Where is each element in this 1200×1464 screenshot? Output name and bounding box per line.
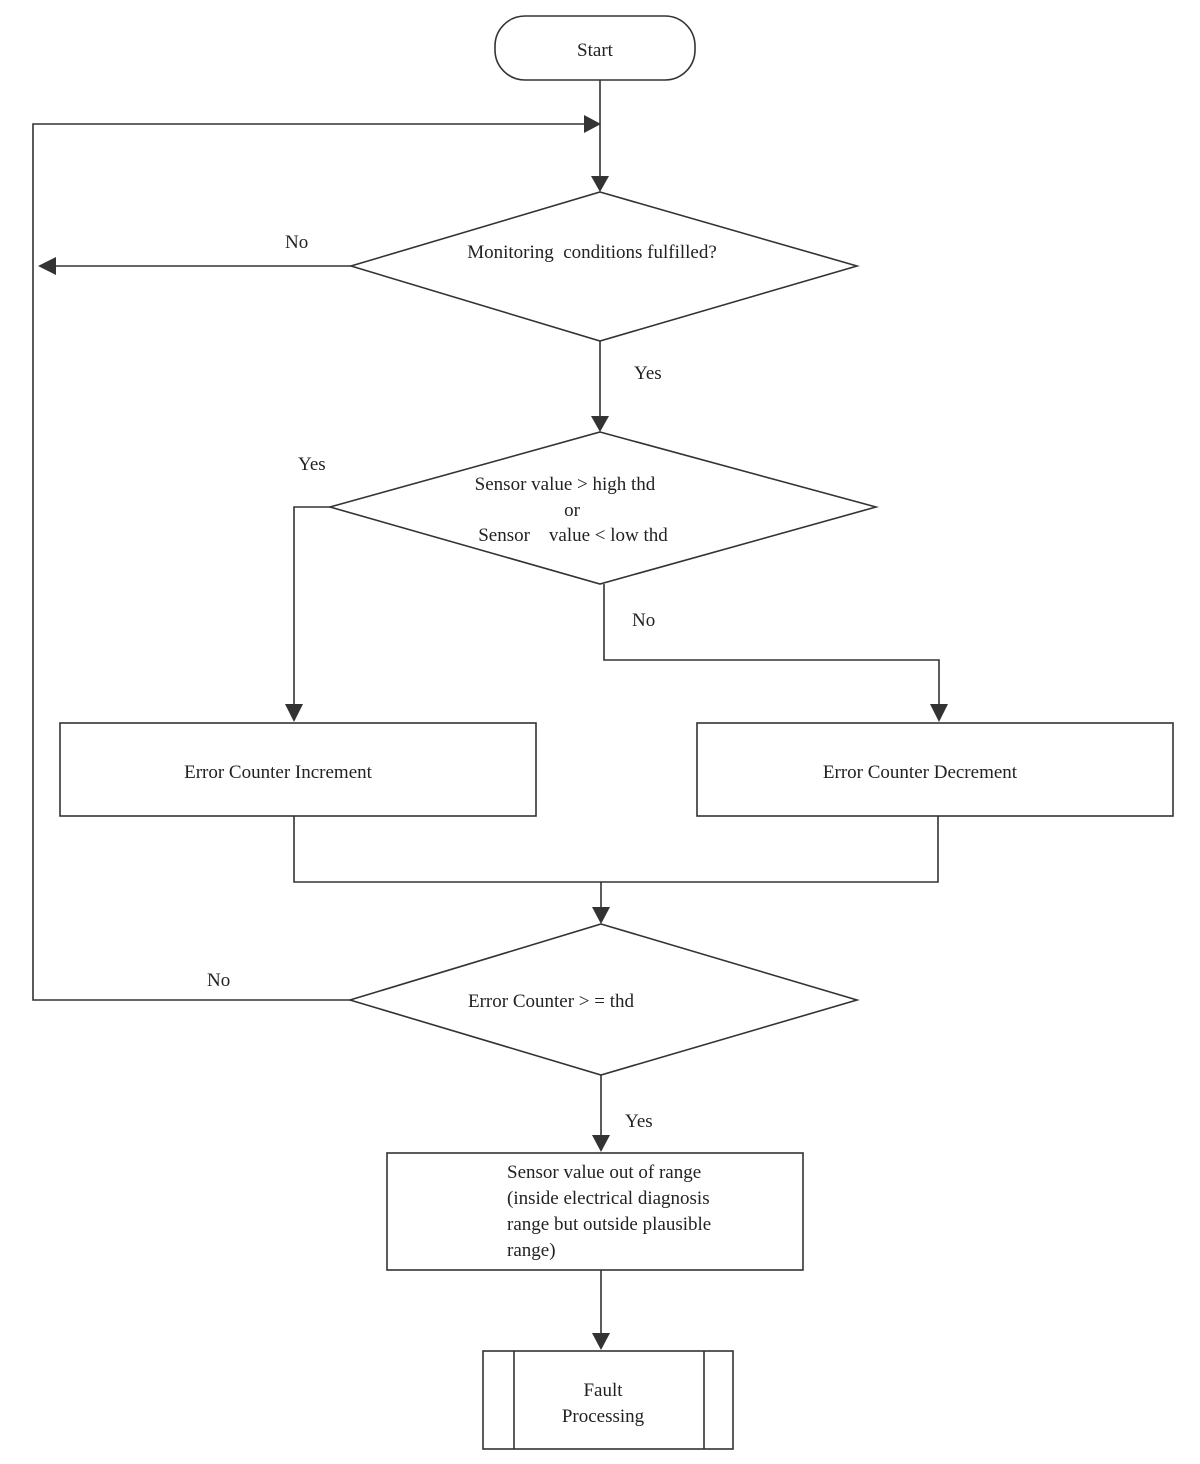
out-of-range-line4: range) xyxy=(507,1240,556,1261)
arrowhead-decrement-in xyxy=(930,704,948,722)
decision-sensor-threshold xyxy=(327,431,880,585)
box-error-counter-increment xyxy=(59,722,537,817)
decision-counter-label: Error Counter > = thd xyxy=(468,991,635,1012)
start-label: Start xyxy=(577,40,614,61)
monitoring-no-label: No xyxy=(285,232,308,253)
sensor-no-label: No xyxy=(632,610,655,631)
arrowhead-monitoring-no xyxy=(38,257,56,275)
decision-sensor-line1: Sensor value > high thd xyxy=(475,474,656,495)
arrowhead-sensor-in xyxy=(591,416,609,432)
decision-sensor-line2: or xyxy=(564,500,581,521)
out-of-range-line2: (inside electrical diagnosis xyxy=(507,1188,710,1209)
connector-sensor-yes xyxy=(293,506,330,706)
arrowhead-monitoring-in xyxy=(591,176,609,192)
out-of-range-line1: Sensor value out of range xyxy=(507,1162,701,1183)
box-error-counter-decrement xyxy=(696,722,1174,817)
increment-label: Error Counter Increment xyxy=(184,762,373,783)
decrement-label: Error Counter Decrement xyxy=(823,762,1018,783)
arrowhead-out-of-range-in xyxy=(592,1135,610,1152)
arrowhead-counter-in xyxy=(592,907,610,924)
counter-yes-label: Yes xyxy=(625,1111,653,1132)
decision-monitoring-conditions xyxy=(348,191,860,342)
box-fault-processing xyxy=(482,1350,734,1450)
arrowhead-fault-in xyxy=(592,1333,610,1350)
connector-sensor-no xyxy=(603,584,940,706)
monitoring-yes-label: Yes xyxy=(634,363,662,384)
fault-line2: Processing xyxy=(562,1406,645,1427)
box-sensor-out-of-range xyxy=(386,1152,804,1271)
decision-monitoring-label: Monitoring conditions fulfilled? xyxy=(467,242,717,263)
out-of-range-line3: range but outside plausible xyxy=(507,1214,711,1235)
fault-line1: Fault xyxy=(583,1380,623,1401)
loop-back-connector xyxy=(32,123,586,1001)
arrowhead-loop-back xyxy=(584,115,601,133)
decision-sensor-line3: Sensor value < low thd xyxy=(478,525,668,546)
arrowhead-increment-in xyxy=(285,704,303,722)
connector-merge xyxy=(293,816,939,883)
sensor-yes-label: Yes xyxy=(298,454,326,475)
start-terminator xyxy=(494,15,696,81)
counter-no-label: No xyxy=(207,970,230,991)
